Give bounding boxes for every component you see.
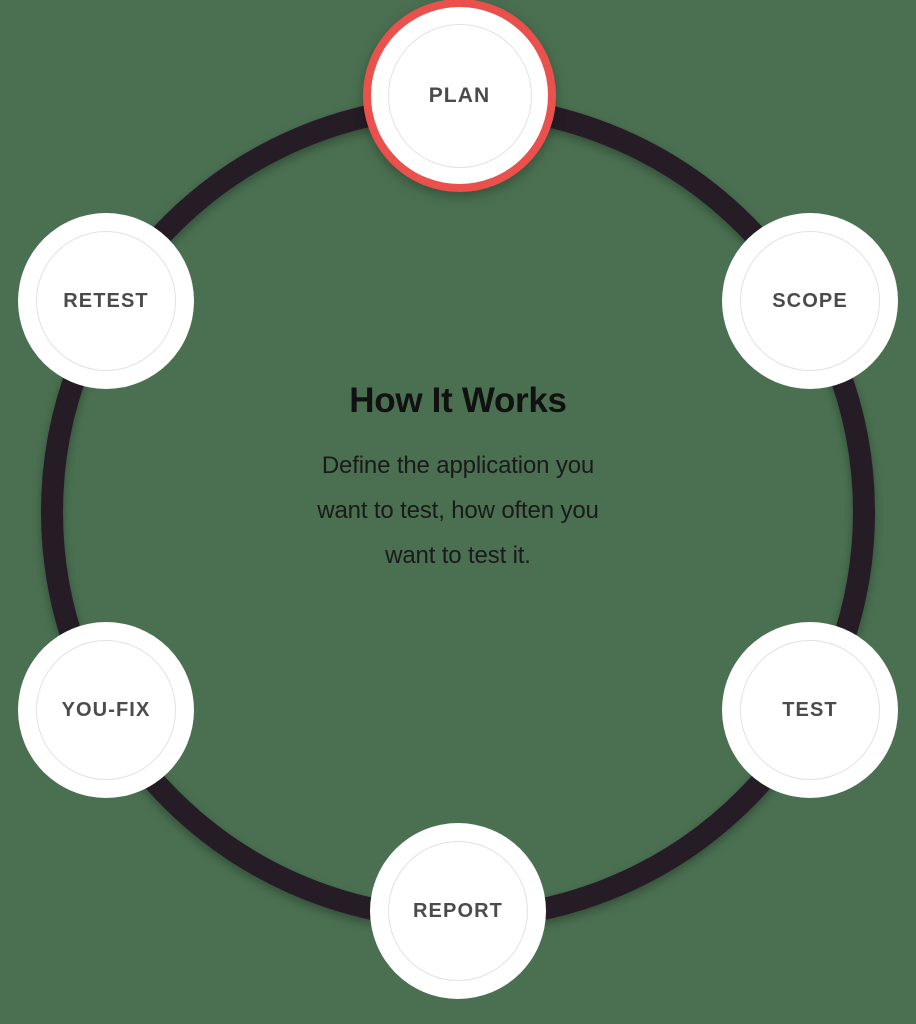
cycle-node-label-plan: PLAN: [428, 83, 491, 107]
page-title: How It Works: [349, 381, 567, 420]
cycle-node-test[interactable]: TEST: [722, 622, 898, 798]
cycle-node-label-scope: SCOPE: [772, 289, 848, 312]
cycle-node-label-report: REPORT: [413, 899, 503, 922]
center-description-line: want to test it.: [385, 541, 531, 569]
cycle-node-retest[interactable]: RETEST: [18, 213, 194, 389]
center-description: Define the application you want to test,…: [248, 443, 668, 578]
center-copy-block: How It Works Define the application you …: [248, 381, 668, 578]
cycle-node-report[interactable]: REPORT: [370, 823, 546, 999]
cycle-node-label-test: TEST: [782, 698, 838, 721]
cycle-node-youfix[interactable]: YOU-FIX: [18, 622, 194, 798]
cycle-node-label-retest: RETEST: [63, 289, 149, 312]
center-description-line: want to test, how often you: [317, 496, 599, 524]
cycle-node-label-youfix: YOU-FIX: [61, 698, 151, 721]
cycle-node-plan[interactable]: PLAN: [363, 0, 556, 192]
center-description-line: Define the application you: [321, 451, 595, 479]
cycle-node-scope[interactable]: SCOPE: [722, 213, 898, 389]
